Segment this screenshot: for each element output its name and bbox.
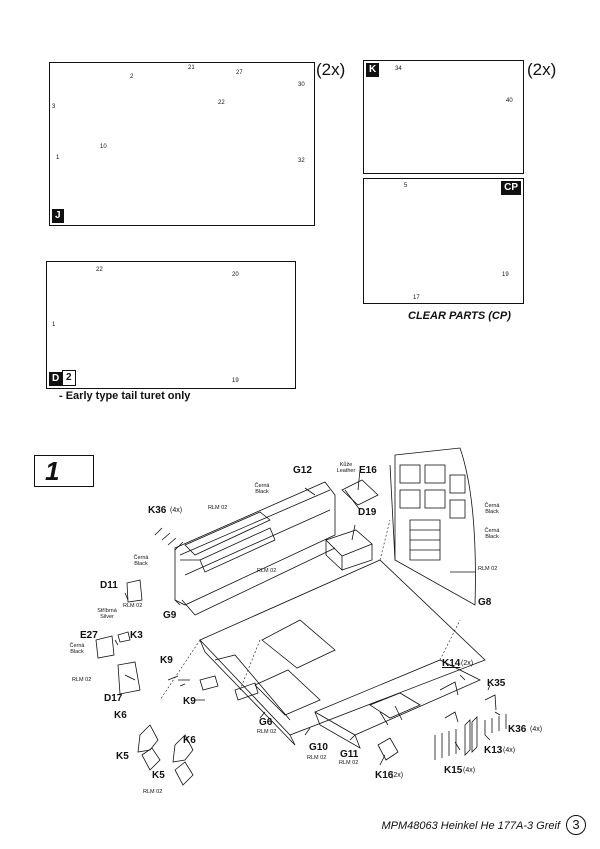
callout-k3: K3 <box>130 630 143 641</box>
sprue-k-tag: K <box>366 63 380 77</box>
sprue-j-frame: J <box>49 62 315 226</box>
sprue-cp-tag: CP <box>501 181 521 195</box>
paint-black: Černá Black <box>484 528 500 540</box>
part-number: 20 <box>232 272 239 278</box>
callout-k36: K36 <box>508 724 527 735</box>
right-console <box>314 659 481 736</box>
paint-rlm02: RLM 02 <box>208 505 228 511</box>
callout-g12: G12 <box>293 465 312 476</box>
part-number: 19 <box>502 272 509 278</box>
callout-k13-qty: (4x) <box>503 747 516 754</box>
sprue-j-tag: J <box>52 209 64 223</box>
callout-k14: K14 <box>442 658 461 669</box>
part-number: 27 <box>236 70 243 76</box>
part-number: 5 <box>404 183 408 189</box>
callout-g6: G6 <box>259 717 273 728</box>
sprue-d-frame: D 2 <box>46 261 296 389</box>
paint-silver: Stříbrná Silver <box>97 608 117 620</box>
callout-g11: G11 <box>340 749 359 760</box>
paint-rlm02: RLM 02 <box>307 755 327 761</box>
callout-k5: K5 <box>152 770 165 781</box>
callout-k16: K16 <box>375 770 394 781</box>
part-number: 40 <box>506 98 513 104</box>
callout-k6: K6 <box>183 735 196 746</box>
callout-k6: K6 <box>114 710 127 721</box>
floor-panel <box>199 559 486 736</box>
callout-d17: D17 <box>104 693 123 704</box>
paint-rlm02: RLM 02 <box>123 603 143 609</box>
step-number: 1 <box>45 456 60 486</box>
callout-g9: G9 <box>163 610 177 621</box>
part-number: 32 <box>298 158 305 164</box>
paint-rlm02: RLM 02 <box>339 760 359 766</box>
callout-g10: G10 <box>309 742 328 753</box>
callout-k36: K36 <box>148 505 167 516</box>
sprue-d-tag-number: 2 <box>62 370 76 386</box>
sprue-d-note: - Early type tail turet only <box>59 390 191 402</box>
callout-d11: D11 <box>100 580 118 591</box>
part-number: 1 <box>52 322 56 328</box>
callout-k15: K15 <box>444 765 463 776</box>
paint-black: Černá Black <box>254 483 270 495</box>
paint-black: Černá Black <box>133 555 149 567</box>
paint-rlm02: RLM 02 <box>257 729 277 735</box>
part-number: 17 <box>413 295 420 301</box>
part-number: 34 <box>395 66 402 72</box>
step-number-box: 1 <box>34 455 94 487</box>
part-number: 22 <box>96 267 103 273</box>
sprue-j-multiplier: (2x) <box>316 60 346 79</box>
part-number: 2 <box>130 74 134 80</box>
callout-g8: G8 <box>478 597 492 608</box>
part-number: 1 <box>56 155 60 161</box>
callout-d19: D19 <box>358 507 377 518</box>
callout-k16-qty: (2x) <box>391 772 404 779</box>
part-number: 30 <box>298 82 305 88</box>
note-leather: Kůže Leather <box>336 462 356 474</box>
callout-e16: E16 <box>359 465 377 476</box>
clear-parts-caption: CLEAR PARTS (CP) <box>408 310 511 322</box>
paint-rlm02: RLM 02 <box>72 677 92 683</box>
part-number: 10 <box>100 144 107 150</box>
callout-k15-qty: (4x) <box>463 767 476 774</box>
part-number: 3 <box>52 104 56 110</box>
part-number: 19 <box>232 378 239 384</box>
part-number: 22 <box>218 100 225 106</box>
sprue-k-frame: K <box>363 60 524 174</box>
paint-rlm02: RLM 02 <box>143 789 163 795</box>
callout-k9: K9 <box>183 696 196 707</box>
part-number: 21 <box>188 65 195 71</box>
sprue-cp-frame: CP <box>363 178 524 304</box>
callout-k35: K35 <box>487 678 506 689</box>
bulkhead <box>394 447 476 606</box>
callout-e27: E27 <box>80 630 98 641</box>
paint-black: Černá Black <box>484 503 500 515</box>
callout-k5: K5 <box>116 751 129 762</box>
footer-title: MPM48063 Heinkel He 177A-3 Greif <box>381 820 560 832</box>
callout-k9: K9 <box>160 655 173 666</box>
paint-rlm02: RLM 02 <box>478 566 498 572</box>
seat <box>325 529 373 557</box>
page-number: 3 <box>566 815 586 835</box>
callout-k13: K13 <box>484 745 503 756</box>
sprue-k-multiplier: (2x) <box>527 60 557 79</box>
sprue-d-tag: D <box>49 372 63 386</box>
callout-k36-qty: (4x) <box>530 726 543 733</box>
callout-k14-qty: (2x) <box>461 660 474 667</box>
callout-k36-qty: (4x) <box>170 507 183 514</box>
paint-rlm02: RLM 02 <box>257 568 277 574</box>
paint-black: Černá Black <box>69 643 85 655</box>
